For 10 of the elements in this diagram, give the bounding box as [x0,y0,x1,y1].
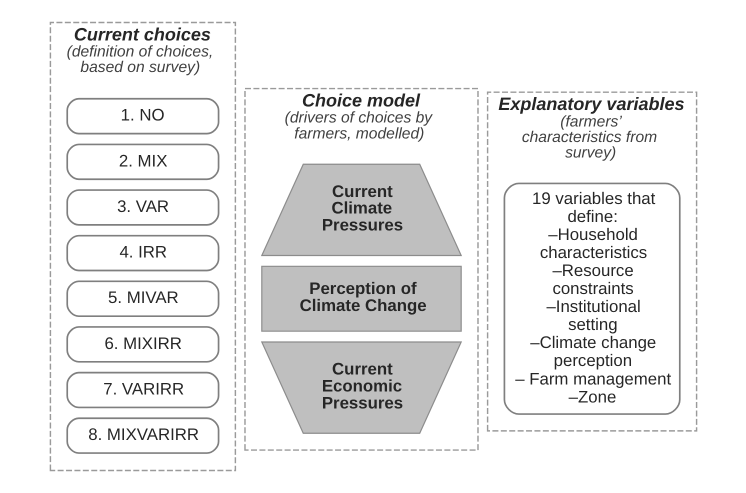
node-box: 5. MIVAR [66,280,219,317]
node-box: 2. MIX [66,144,219,180]
node-box: 3. VAR [66,189,219,226]
node-box: 7. VARIRR [66,372,219,408]
node-box: 8. MIXVARIRR [66,417,219,454]
node-box: 1. NO [66,98,219,134]
node-box: Perception of Climate Change [260,266,462,332]
node-box: 6. MIXIRR [66,326,219,363]
node-box: 4. IRR [66,234,219,272]
node-box: 19 variables that define: –Household characteristics –Resource constraints –Institutional setting –Climate change perception – Farm management –Zone [503,182,680,415]
